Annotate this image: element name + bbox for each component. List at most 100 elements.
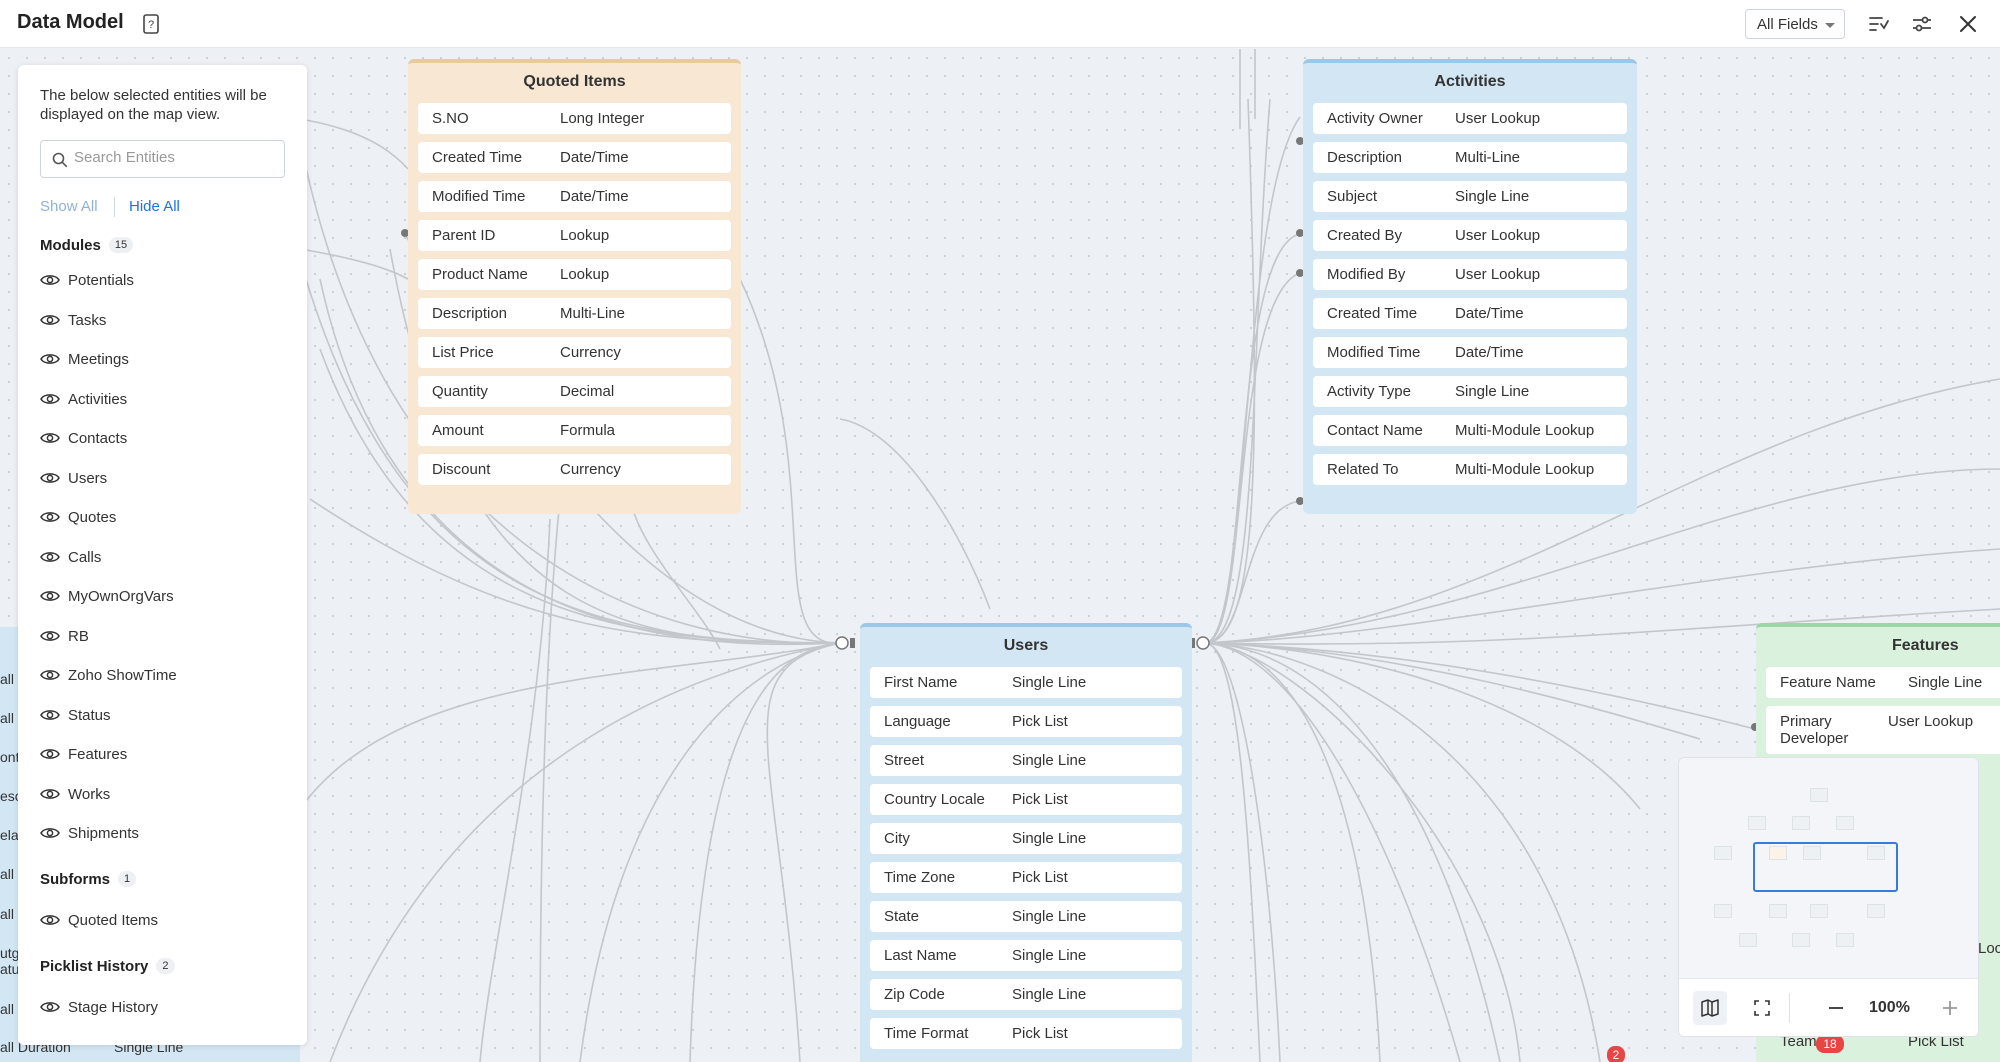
field-name: Parent ID	[432, 227, 496, 244]
eye-icon[interactable]	[40, 629, 60, 643]
eye-icon[interactable]	[40, 913, 60, 927]
minimap-entity	[1836, 933, 1854, 947]
eye-icon[interactable]	[40, 826, 60, 840]
eye-icon[interactable]	[40, 668, 60, 682]
zoom-out-button[interactable]	[1819, 991, 1853, 1025]
module-item[interactable]: Zoho ShowTime	[40, 664, 177, 686]
minimap[interactable]: 100%	[1678, 757, 1979, 1037]
settings-sliders-icon[interactable]	[1910, 12, 1934, 36]
eye-icon[interactable]	[40, 510, 60, 524]
entity-title: Users	[1003, 637, 1049, 654]
module-item[interactable]: Users	[40, 467, 107, 489]
field-type: Currency	[560, 344, 621, 361]
search-input[interactable]	[74, 149, 274, 166]
field-name: Product Name	[432, 266, 528, 283]
zoom-in-button[interactable]	[1933, 991, 1967, 1025]
module-item[interactable]: Contacts	[40, 427, 127, 449]
filter-list-icon[interactable]	[1866, 12, 1890, 36]
module-item[interactable]: Status	[40, 704, 111, 726]
show-all-link[interactable]: Show All	[40, 198, 98, 215]
module-item[interactable]: Potentials	[40, 269, 134, 291]
field-name: Created Time	[432, 149, 523, 166]
eye-icon[interactable]	[40, 352, 60, 366]
left-partial-label: esc	[0, 788, 22, 804]
chevron-down-icon	[1825, 23, 1835, 28]
module-item[interactable]: Quotes	[40, 506, 116, 528]
module-item[interactable]: MyOwnOrgVars	[40, 585, 174, 607]
field-name: Language	[884, 713, 951, 730]
eye-icon[interactable]	[40, 392, 60, 406]
group-count-badge: 1	[118, 871, 137, 887]
eye-icon[interactable]	[40, 550, 60, 564]
eye-icon[interactable]	[40, 708, 60, 722]
fields-filter-select[interactable]: All Fields	[1745, 9, 1845, 39]
module-item[interactable]: Features	[40, 743, 127, 765]
eye-icon[interactable]	[40, 471, 60, 485]
hide-all-link[interactable]: Hide All	[129, 198, 180, 215]
field-row[interactable]: Created Time Date/Time	[418, 142, 731, 173]
eye-icon[interactable]	[40, 589, 60, 603]
field-name: Feature Name	[1780, 674, 1876, 691]
eye-icon[interactable]	[40, 431, 60, 445]
module-item[interactable]: Calls	[40, 546, 101, 568]
document-help-icon[interactable]: ?	[140, 13, 162, 35]
module-item[interactable]: Tasks	[40, 309, 106, 331]
module-label: Potentials	[68, 271, 134, 289]
close-icon[interactable]	[1956, 12, 1980, 36]
eye-icon[interactable]	[40, 787, 60, 801]
minimap-viewport[interactable]	[1753, 842, 1898, 892]
module-item[interactable]: Shipments	[40, 822, 139, 844]
module-item[interactable]: Meetings	[40, 348, 129, 370]
eye-icon[interactable]	[40, 747, 60, 761]
module-item[interactable]: RB	[40, 625, 89, 647]
notification-badge[interactable]: 2	[1607, 1046, 1625, 1062]
field-type: Date/Time	[560, 149, 629, 166]
module-item[interactable]: Works	[40, 783, 110, 805]
eye-icon[interactable]	[40, 273, 60, 287]
subform-item[interactable]: Quoted Items	[40, 909, 158, 931]
picklist-history-item[interactable]: Stage History	[40, 996, 158, 1018]
field-type: Currency	[560, 461, 621, 478]
search-box[interactable]	[40, 140, 285, 178]
module-item[interactable]: Activities	[40, 388, 127, 410]
eye-icon[interactable]	[40, 1000, 60, 1014]
map-view-button[interactable]	[1693, 991, 1727, 1025]
eye-icon[interactable]	[40, 313, 60, 327]
fit-screen-button[interactable]	[1745, 991, 1779, 1025]
